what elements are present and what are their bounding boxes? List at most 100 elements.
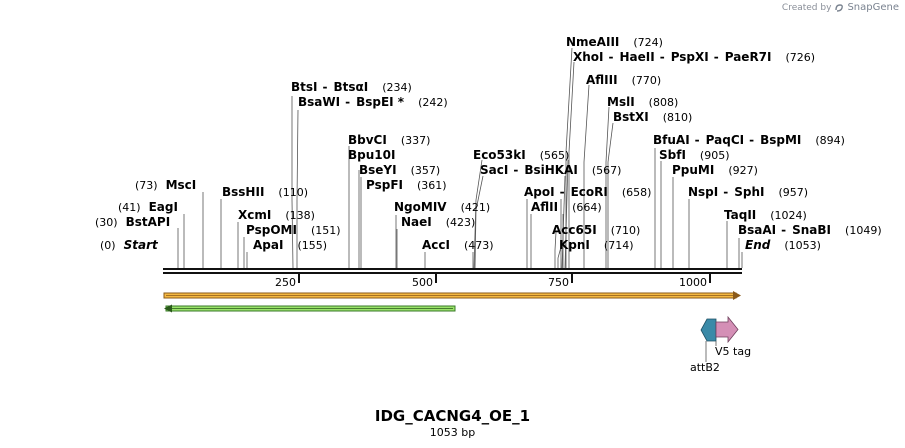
tick-label-500: 500 — [412, 276, 433, 289]
site-labels-left: (73)MscI (41)EagI (30)BstAPI (0)Start Bs… — [95, 178, 341, 252]
svg-text:BbvCI(337): BbvCI (337) — [348, 133, 430, 147]
v5-tag-feature[interactable] — [715, 315, 739, 344]
site-eagi[interactable]: EagI — [149, 200, 178, 214]
site-paer7i[interactable]: PaeR7I — [725, 50, 772, 64]
site-ngomiv[interactable]: NgoMIV — [394, 200, 447, 214]
svg-text:ApaI(155): ApaI (155) — [253, 238, 327, 252]
tick-label-1000: 1000 — [679, 276, 707, 289]
svg-text:MslI(808): MslI (808) — [607, 95, 678, 109]
tick-mark-750 — [571, 274, 573, 283]
site-apai[interactable]: ApaI — [253, 238, 283, 252]
svg-text:BsaAI-SnaBI(1049): BsaAI-SnaBI(1049) — [738, 223, 882, 237]
site-bsaai[interactable]: BsaAI — [738, 223, 776, 237]
svg-text:AflII(664): AflII (664) — [531, 200, 602, 214]
site-paqci[interactable]: PaqCI — [706, 133, 744, 147]
svg-text:BsaWI-BspEI *(242): BsaWI-BspEI *(242) — [298, 95, 448, 109]
scale-ticks — [298, 274, 711, 283]
site-nspi[interactable]: NspI — [688, 185, 718, 199]
leader-lines — [177, 47, 743, 269]
site-pspomi[interactable]: PspOMI — [246, 223, 297, 237]
svg-text:Acc65I(710): Acc65I (710) — [552, 223, 640, 237]
svg-text:SbfI(905): SbfI (905) — [659, 148, 730, 162]
attb2-feature[interactable] — [700, 318, 717, 342]
svg-text:BseYI(357): BseYI (357) — [359, 163, 440, 177]
feature-arrow-reverse[interactable] — [164, 304, 456, 313]
site-bstapi-pos: (30) — [95, 216, 118, 229]
site-apoi[interactable]: ApoI — [524, 185, 555, 199]
site-msli-pos: (808) — [649, 96, 679, 109]
site-bbvci[interactable]: BbvCI — [348, 133, 387, 147]
svg-text:BssHII(110): BssHII(110) — [222, 185, 308, 199]
site-bstapi[interactable]: BstAPI — [126, 215, 171, 229]
site-bpu10i[interactable]: Bpu10I — [348, 148, 395, 162]
site-sphi-pos: (957) — [778, 186, 808, 199]
site-sbfi-pos: (905) — [700, 149, 730, 162]
site-aflii[interactable]: AflII — [531, 200, 558, 214]
svg-text:BtsI-BtsαI(234): BtsI-BtsαI(234) — [291, 80, 412, 94]
site-ecori-pos: (658) — [622, 186, 652, 199]
svg-text:NspI-SphI(957): NspI-SphI(957) — [688, 185, 808, 199]
site-xhoi[interactable]: XhoI — [573, 50, 604, 64]
site-kpni[interactable]: KpnI — [559, 238, 590, 252]
site-eco53ki[interactable]: Eco53kI — [473, 148, 526, 162]
site-bspmi[interactable]: BspMI — [760, 133, 801, 147]
site-pspfi[interactable]: PspFI — [366, 178, 403, 192]
svg-text:SacI-BsiHKAI(567): SacI-BsiHKAI(567) — [480, 163, 621, 177]
site-sphi[interactable]: SphI — [734, 185, 764, 199]
site-bsawi[interactable]: BsaWI — [298, 95, 340, 109]
site-msli[interactable]: MslI — [607, 95, 635, 109]
tick-label-250: 250 — [275, 276, 296, 289]
svg-text:AflIII(770): AflIII(770) — [586, 73, 661, 87]
svg-text:NgoMIV(421): NgoMIV(421) — [394, 200, 490, 214]
site-bfuai[interactable]: BfuAI — [653, 133, 690, 147]
site-bseyi[interactable]: BseYI — [359, 163, 397, 177]
site-snabi[interactable]: SnaBI — [792, 223, 831, 237]
site-bsshii[interactable]: BssHII — [222, 185, 264, 199]
credit-prefix: Created by — [781, 2, 832, 13]
site-bbvci-pos: (337) — [401, 134, 431, 147]
site-ecori[interactable]: EcoRI — [571, 185, 608, 199]
svg-text:(73)MscI: (73)MscI — [135, 178, 196, 192]
end-label: End — [745, 238, 771, 252]
site-bsihkai-pos: (567) — [592, 164, 622, 177]
sequence-backbone-bottom — [163, 272, 742, 274]
svg-text:(30)BstAPI: (30) BstAPI — [95, 215, 170, 229]
site-haeii[interactable]: HaeII — [620, 50, 655, 64]
site-aflii-pos: (664) — [572, 201, 602, 214]
site-eagi-pos: (41) — [118, 201, 141, 214]
orf-arrow-forward[interactable] — [163, 291, 741, 300]
site-msci[interactable]: MscI — [166, 178, 197, 192]
site-bspei-pos: (242) — [418, 96, 448, 109]
site-apai-pos: (155) — [297, 239, 327, 252]
site-bsihkai[interactable]: BsiHKAI — [524, 163, 578, 177]
feature-label-attb2: attB2 — [690, 361, 720, 374]
site-pspomi-pos: (151) — [311, 224, 341, 237]
svg-text:(41)EagI: (41) EagI — [118, 200, 178, 214]
site-sbfi[interactable]: SbfI — [659, 148, 686, 162]
site-acc65i[interactable]: Acc65I — [552, 223, 597, 237]
svg-text:AccI(473): AccI (473) — [422, 238, 494, 252]
site-saci[interactable]: SacI — [480, 163, 508, 177]
tick-mark-250 — [298, 274, 300, 283]
site-acc65i-pos: (710) — [611, 224, 641, 237]
start-pos: (0) — [100, 239, 116, 252]
construct-name: IDG_CACNG4_OE_1 — [374, 407, 531, 425]
site-naei[interactable]: NaeI — [401, 215, 432, 229]
site-bstxi[interactable]: BstXI — [613, 110, 649, 124]
site-btsi[interactable]: BtsI — [291, 80, 318, 94]
site-bseyi-pos: (357) — [411, 164, 441, 177]
site-taqii[interactable]: TaqII — [724, 208, 756, 222]
site-acci-pos: (473) — [464, 239, 494, 252]
site-pspxi[interactable]: PspXI — [671, 50, 709, 64]
svg-text:PspFI(361): PspFI(361) — [366, 178, 447, 192]
site-acci[interactable]: AccI — [422, 238, 450, 252]
site-bspei[interactable]: BspEI * — [356, 95, 405, 109]
orf-arrowhead — [733, 291, 741, 300]
site-nmeaiii[interactable]: NmeAIII — [566, 35, 619, 49]
site-xcmi[interactable]: XcmI — [238, 208, 271, 222]
svg-text:XcmI(138): XcmI (138) — [238, 208, 315, 222]
site-btsai[interactable]: BtsαI — [333, 80, 368, 94]
site-xcmi-pos: (138) — [285, 209, 315, 222]
site-ppumi[interactable]: PpuMI — [672, 163, 714, 177]
site-afliii[interactable]: AflIII — [586, 73, 618, 87]
